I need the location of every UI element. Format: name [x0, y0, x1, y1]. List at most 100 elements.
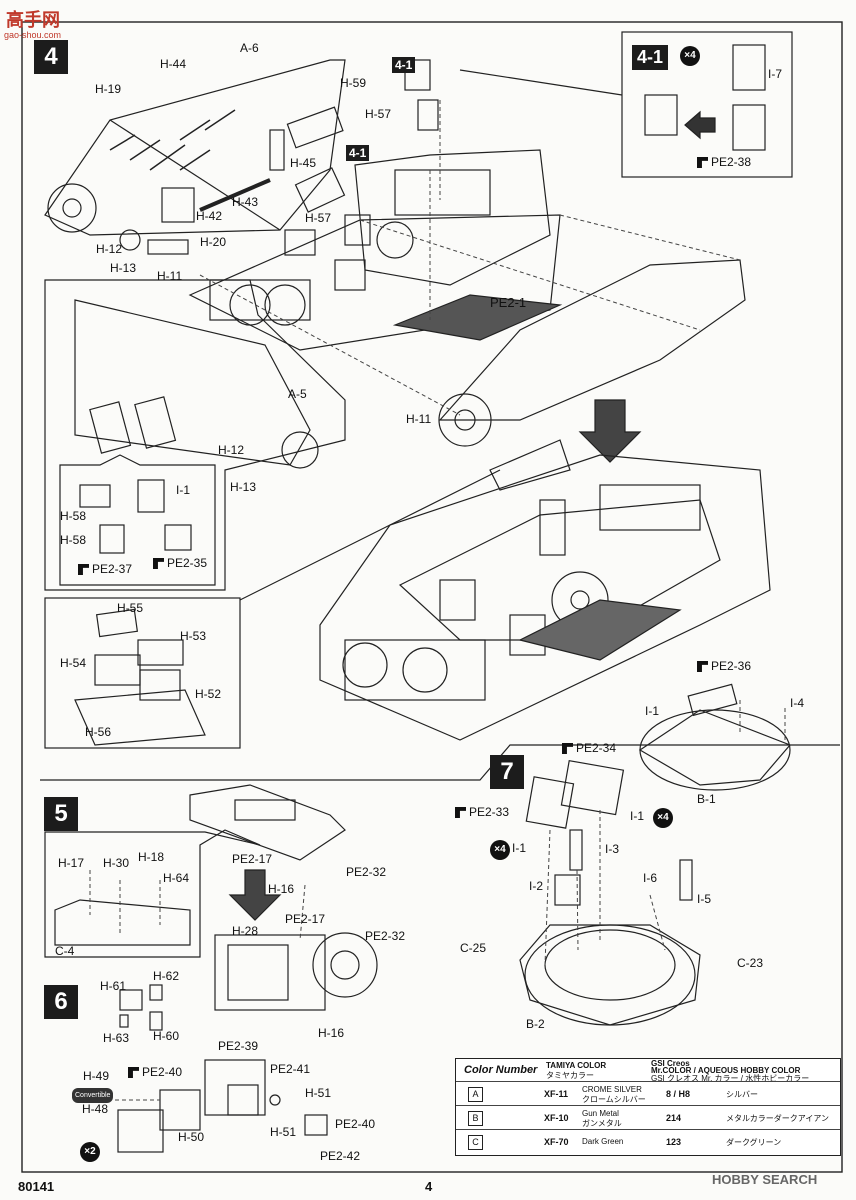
part-label: H-13	[110, 261, 137, 275]
part-label: PE2-1	[490, 295, 527, 310]
part-label: A-6	[240, 41, 259, 55]
part-label: B-1	[697, 792, 716, 806]
part-label: H-61	[100, 979, 127, 993]
photo-etch-label: PE2-34	[562, 742, 616, 755]
part-label: I-2	[529, 879, 544, 893]
part-label: H-60	[153, 1029, 180, 1043]
part-label: C-23	[737, 956, 764, 970]
part-label: H-12	[96, 242, 123, 256]
kit-number: 80141	[18, 1179, 55, 1194]
part-label: H-12	[218, 443, 245, 457]
part-label: H-51	[305, 1086, 332, 1100]
part-label: H-11	[157, 269, 183, 283]
part-label: PE2-40	[335, 1117, 376, 1131]
part-label: H-16	[268, 882, 295, 896]
photo-etch-label: PE2-37	[78, 563, 132, 576]
part-label: I-6	[643, 871, 658, 885]
gsi-number: 8 / H8	[666, 1089, 691, 1099]
part-label: A-5	[288, 387, 307, 401]
part-label: I-1	[630, 809, 645, 823]
gsi-header-2: Mr.COLOR / AQUEOUS HOBBY COLOR	[651, 1066, 801, 1075]
gsi-name-jp: ダークグリーン	[726, 1138, 782, 1147]
part-label: H-58	[60, 509, 87, 523]
tamiya-header-jp: タミヤカラー	[546, 1071, 594, 1080]
part-label: H-49	[83, 1069, 110, 1083]
part-label: H-48	[82, 1102, 109, 1116]
color-table-header: Color Number TAMIYA COLOR タミヤカラー GSI Cre…	[456, 1059, 840, 1083]
color-row: A XF-11 CROME SILVER クロームシルバー 8 / H8 シルバ…	[456, 1081, 840, 1106]
color-name-jp: ガンメタル	[582, 1119, 622, 1128]
part-label: I-1	[176, 483, 191, 497]
part-label: H-56	[85, 725, 112, 739]
color-reference-table: Color Number TAMIYA COLOR タミヤカラー GSI Cre…	[455, 1058, 841, 1156]
gsi-name-jp: シルバー	[726, 1090, 758, 1099]
color-letter: C	[468, 1135, 483, 1150]
part-label: H-62	[153, 969, 180, 983]
watermark-hobby-search: HOBBY SEARCH	[712, 1172, 818, 1187]
step-7-number: 7	[490, 755, 524, 789]
multiplier-badge: ×2	[80, 1142, 100, 1162]
part-label: H-20	[200, 235, 227, 249]
part-label: C-25	[460, 941, 487, 955]
part-label: B-2	[526, 1017, 545, 1031]
part-label: PE2-32	[365, 929, 406, 943]
color-name-jp: クロームシルバー	[582, 1095, 646, 1104]
color-row: C XF-70 Dark Green 123 ダークグリーン	[456, 1129, 840, 1154]
part-label: H-42	[196, 209, 223, 223]
step-4-number: 4	[34, 40, 68, 74]
part-label: H-55	[117, 601, 144, 615]
watermark-url: gao-shou.com	[4, 30, 62, 40]
photo-etch-label: PE2-36	[697, 660, 751, 673]
part-label: H-57	[305, 211, 332, 225]
part-label: PE2-32	[346, 865, 387, 879]
part-label: H-11	[406, 412, 432, 426]
color-table-title: Color Number	[464, 1064, 538, 1076]
color-letter: A	[468, 1087, 483, 1102]
page-number: 4	[425, 1179, 433, 1194]
part-label: H-45	[290, 156, 317, 170]
part-label: H-43	[232, 195, 259, 209]
color-code: XF-10	[544, 1113, 569, 1123]
part-label: H-57	[365, 107, 392, 121]
part-label: I-5	[697, 892, 712, 906]
color-code: XF-11	[544, 1089, 569, 1099]
gsi-number: 214	[666, 1113, 682, 1123]
gsi-name-jp: メタルカラーダークアイアン	[726, 1114, 830, 1123]
part-label: I-1	[512, 841, 527, 855]
part-label: PE2-41	[270, 1062, 311, 1076]
gsi-header: GSI Creos	[651, 1059, 690, 1068]
step-5-number: 5	[44, 797, 78, 831]
part-label: I-1	[645, 704, 660, 718]
gsi-header-jp: GSI クレオス Mr. カラー / 水性ホビーカラー	[651, 1074, 810, 1083]
watermark-logo: 高手网	[6, 10, 60, 30]
part-label: H-16	[318, 1026, 345, 1040]
part-label: H-17	[58, 856, 85, 870]
part-label: I-3	[605, 842, 620, 856]
part-label: H-19	[95, 82, 122, 96]
multiplier-badge: ×4	[680, 46, 700, 66]
substep-4-1-marker-b: 4-1	[346, 145, 370, 161]
part-label: H-50	[178, 1130, 205, 1144]
part-label: PE2-17	[285, 912, 326, 926]
tamiya-header: TAMIYA COLOR	[546, 1061, 607, 1070]
part-label: PE2-39	[218, 1039, 259, 1053]
part-label: PE2-42	[320, 1149, 361, 1163]
part-label: H-51	[270, 1125, 297, 1139]
photo-etch-label: PE2-40	[128, 1066, 182, 1079]
part-label: H-28	[232, 924, 259, 938]
part-label: H-63	[103, 1031, 130, 1045]
part-label: H-54	[60, 656, 87, 670]
substep-4-1-marker: 4-1	[392, 57, 416, 73]
photo-etch-label: PE2-33	[455, 806, 509, 819]
photo-etch-label: PE2-35	[153, 557, 207, 570]
gsi-number: 123	[666, 1137, 682, 1147]
part-label: H-13	[230, 480, 257, 494]
part-label: H-59	[340, 76, 367, 90]
multiplier-badge: ×4	[653, 808, 673, 828]
part-label: H-44	[160, 57, 187, 71]
color-name: CROME SILVER	[582, 1085, 642, 1094]
part-label: C-4	[55, 944, 75, 958]
part-label: PE2-17	[232, 852, 273, 866]
